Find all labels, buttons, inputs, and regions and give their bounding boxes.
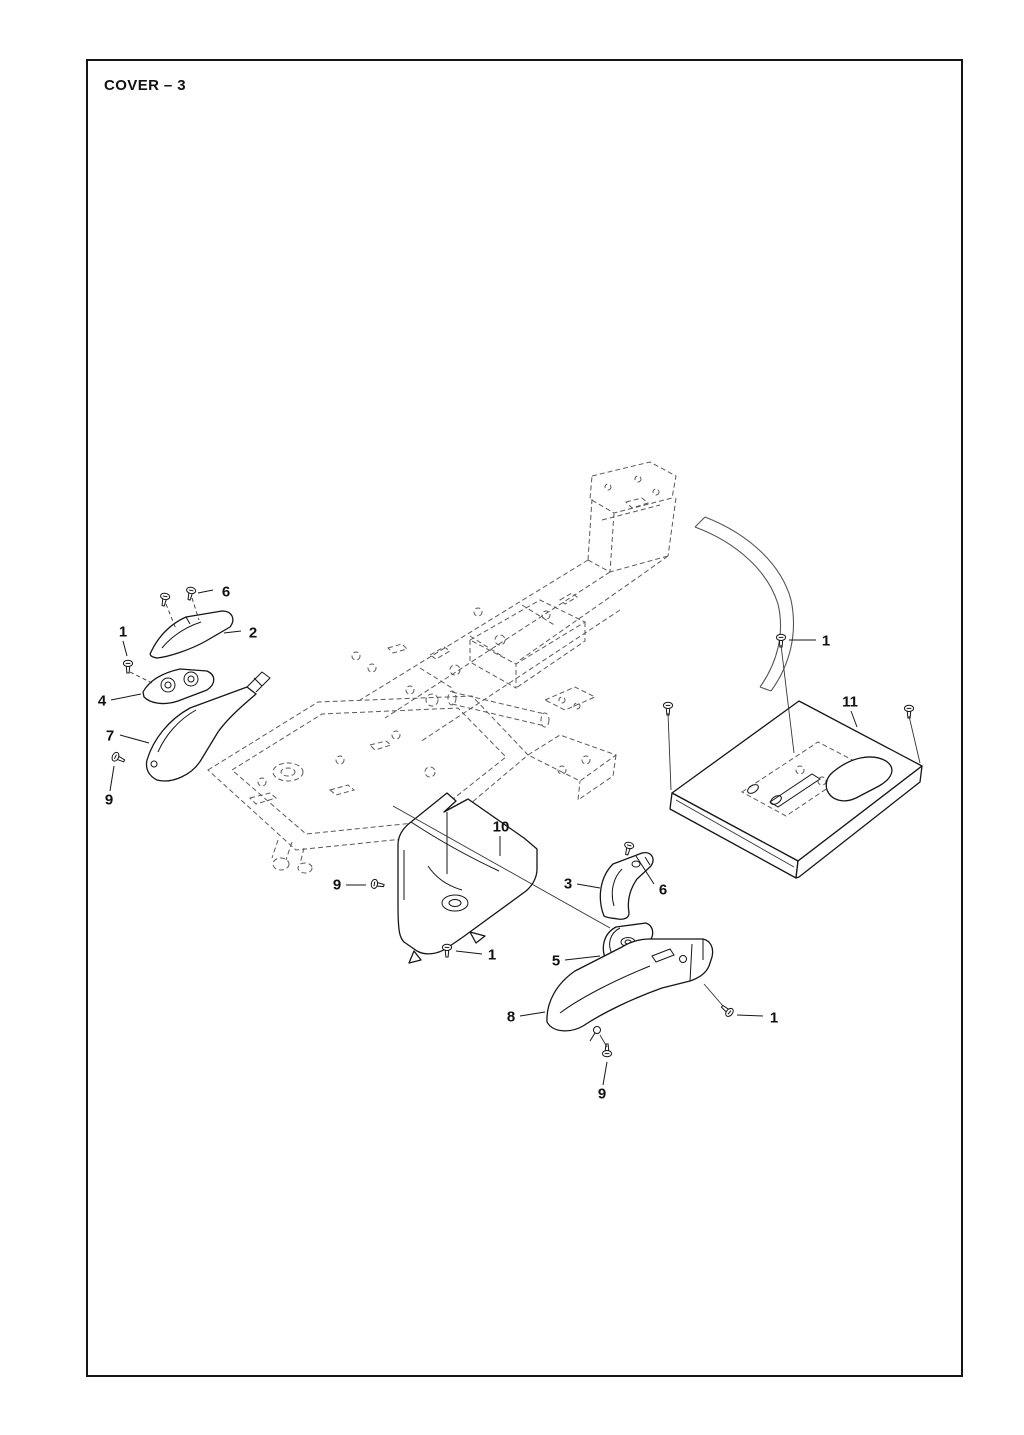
callout-6: 6 (658, 881, 668, 899)
cover-parts (142, 610, 923, 1042)
callout-11: 11 (842, 693, 858, 711)
callout-leader-lines (109, 589, 858, 1086)
callout-9: 9 (597, 1085, 607, 1103)
callout-9: 9 (332, 876, 342, 894)
part-11-cover (669, 700, 923, 879)
part-2-cover (149, 610, 234, 659)
handle-tubes (694, 516, 794, 692)
page-title: COVER – 3 (104, 77, 186, 94)
callout-7: 7 (105, 727, 115, 745)
callout-2: 2 (248, 624, 258, 642)
assembly-lines (129, 597, 921, 1048)
part-10-bracket (397, 792, 538, 964)
callout-6: 6 (221, 583, 231, 601)
callout-1: 1 (821, 632, 831, 650)
callout-8: 8 (506, 1008, 516, 1026)
part-7-panel (145, 671, 271, 782)
part-3-bracket (599, 852, 654, 920)
callout-9: 9 (104, 791, 114, 809)
callout-1: 1 (769, 1009, 779, 1027)
callout-4: 4 (97, 692, 107, 710)
callout-5: 5 (551, 952, 561, 970)
callout-10: 10 (492, 818, 510, 836)
callout-1: 1 (487, 946, 497, 964)
callout-1: 1 (118, 623, 128, 641)
chassis-ghost (207, 461, 677, 874)
callout-3: 3 (563, 875, 573, 893)
part-8-cover (546, 938, 714, 1042)
part-4-plate (142, 668, 215, 705)
